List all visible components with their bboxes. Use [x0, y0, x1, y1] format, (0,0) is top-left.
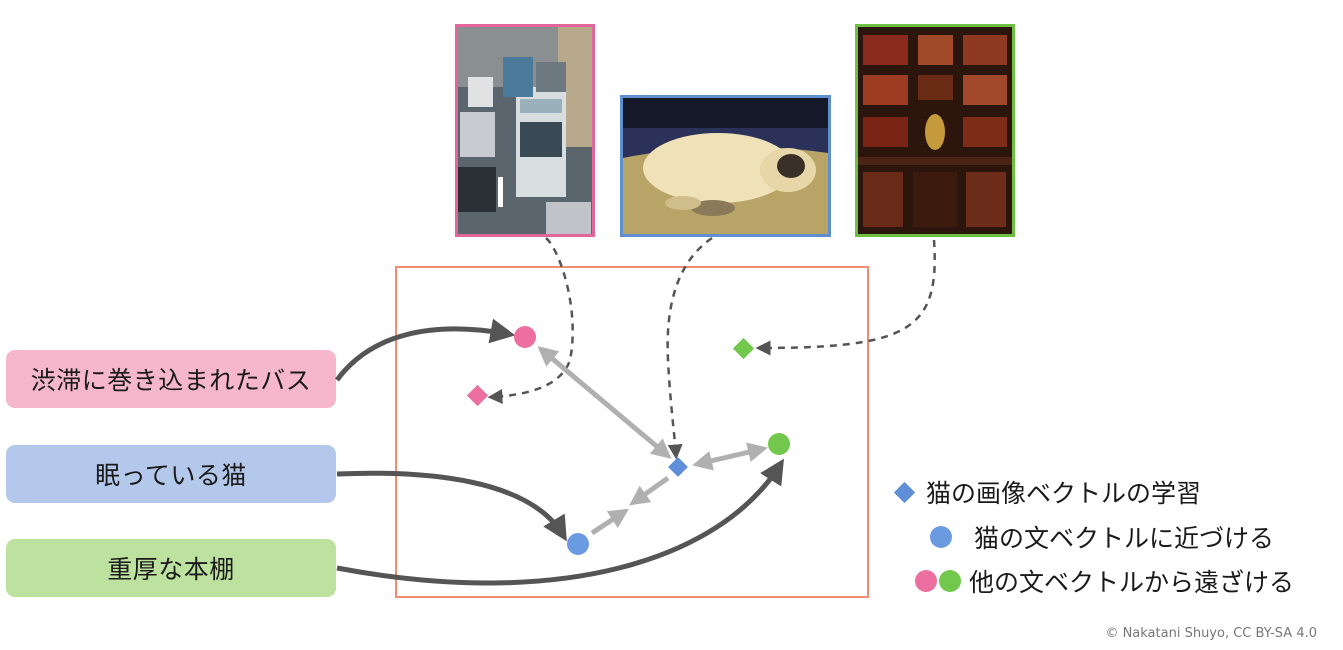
legend-pull-text-text: 猫の文ベクトルに近づける — [974, 524, 1275, 553]
label-cat-text: 眠っている猫 — [95, 461, 247, 490]
label-shelf: 重厚な本棚 — [6, 539, 336, 597]
credit-text: © Nakatani Shuyo, CC BY-SA 4.0 — [1105, 626, 1317, 641]
label-bus-text: 渋滞に巻き込まれたバス — [30, 366, 312, 395]
legend-pull-text: 猫の文ベクトルに近づける — [930, 519, 1274, 555]
circle-icon — [915, 570, 937, 592]
legend-push-text-text: 他の文ベクトルから遠ざける — [969, 568, 1295, 597]
legend-image-vector-text: 猫の画像ベクトルの学習 — [926, 479, 1202, 508]
photo-sleeping-cat — [620, 95, 831, 237]
photo-bookshelf — [855, 24, 1015, 237]
circle-icon — [930, 526, 952, 548]
circle-icon — [939, 570, 961, 592]
label-shelf-text: 重厚な本棚 — [107, 555, 235, 584]
diamond-icon — [893, 481, 916, 503]
label-bus: 渋滞に巻き込まれたバス — [6, 350, 336, 408]
photo-traffic-bus — [455, 24, 595, 237]
legend-image-vector: 猫の画像ベクトルの学習 — [893, 474, 1201, 510]
label-cat: 眠っている猫 — [6, 445, 336, 503]
legend-push-text: 他の文ベクトルから遠ざける — [915, 563, 1294, 599]
embedding-space-frame — [395, 266, 869, 598]
